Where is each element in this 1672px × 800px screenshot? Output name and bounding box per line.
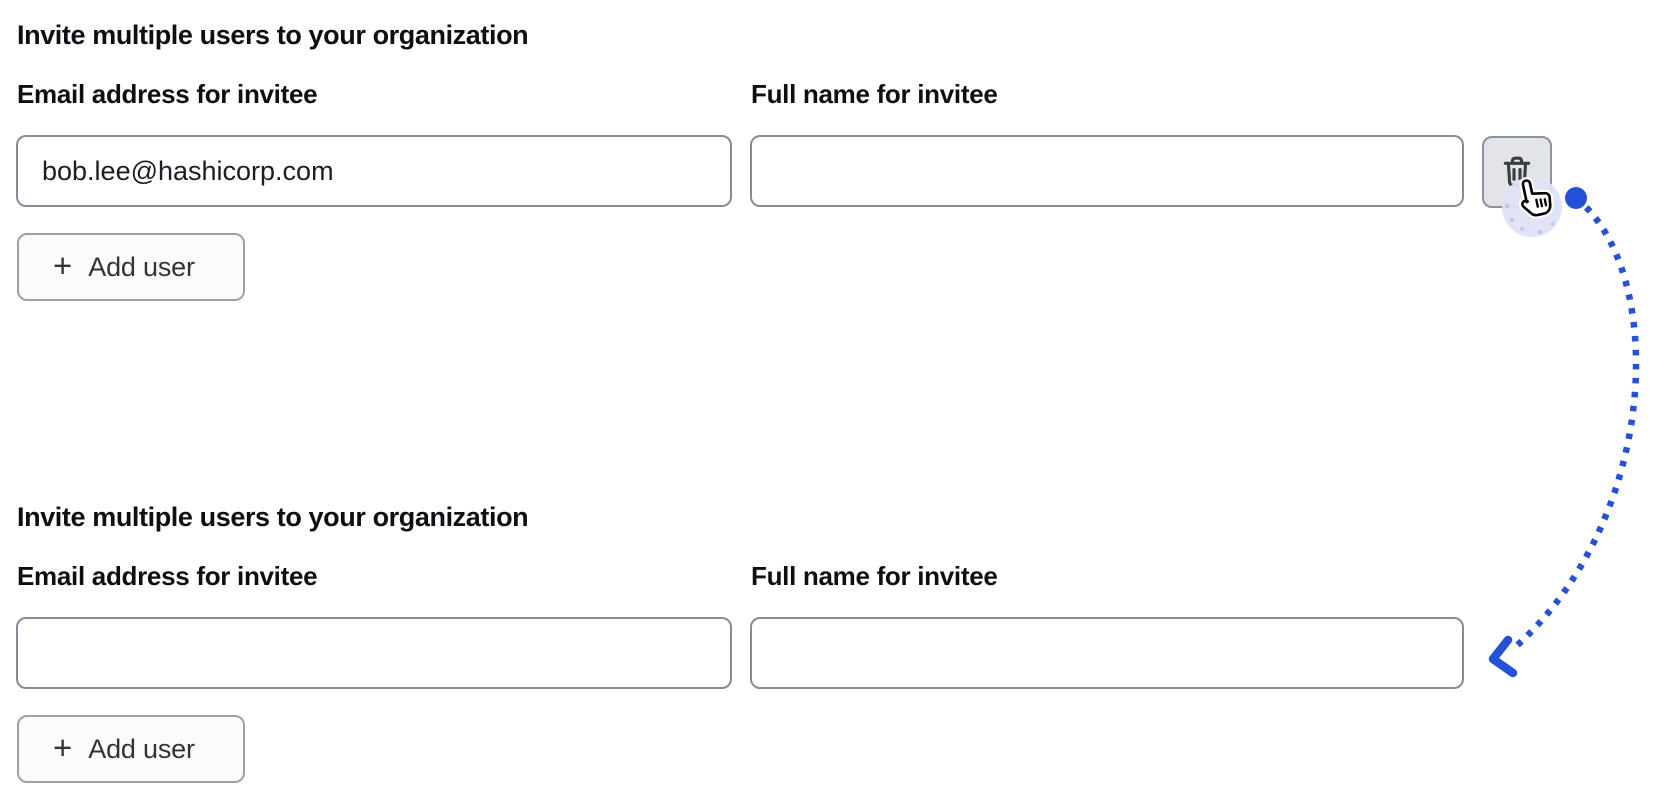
section-heading: Invite multiple users to your organizati… [17, 502, 529, 532]
plus-icon: + [53, 247, 73, 284]
add-user-button-label: Add user [88, 251, 195, 282]
full-name-field-label: Full name for invitee [751, 561, 998, 591]
add-user-button-label: Add user [88, 733, 195, 764]
trash-icon [1503, 156, 1531, 187]
invite-section-2: Invite multiple users to your organizati… [0, 482, 1672, 800]
add-user-button[interactable]: + Add user [17, 715, 245, 783]
email-field-label: Email address for invitee [17, 561, 318, 591]
full-name-input[interactable] [750, 135, 1464, 207]
add-user-button[interactable]: + Add user [17, 233, 245, 301]
full-name-input[interactable] [750, 617, 1464, 689]
invite-section-1: Invite multiple users to your organizati… [16, 20, 1552, 301]
full-name-field-label: Full name for invitee [751, 79, 998, 109]
section-heading: Invite multiple users to your organizati… [17, 20, 529, 50]
delete-row-button[interactable] [1482, 136, 1552, 208]
plus-icon: + [53, 729, 73, 766]
email-input[interactable] [16, 135, 732, 207]
email-field-label: Email address for invitee [17, 79, 318, 109]
email-input[interactable] [16, 617, 732, 689]
